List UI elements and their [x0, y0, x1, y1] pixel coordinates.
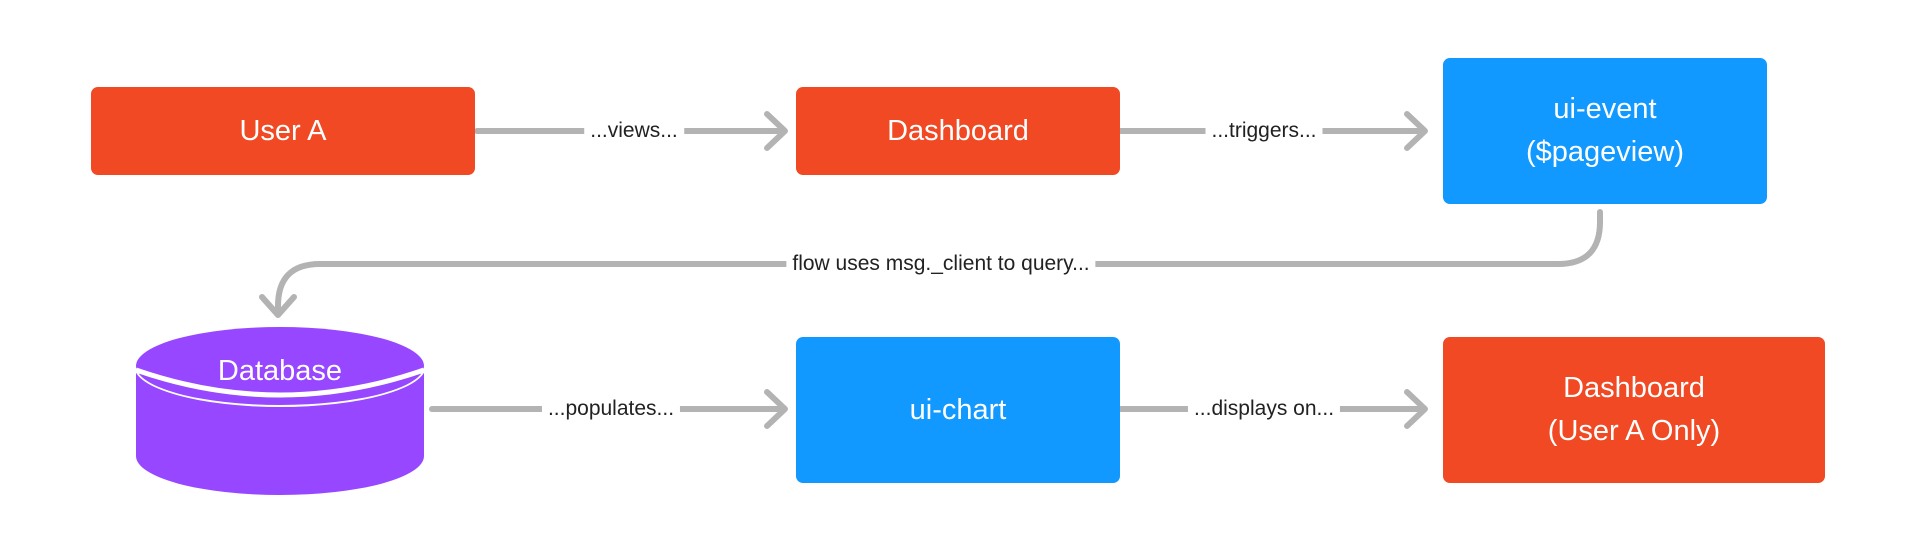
- arrowhead-icon: [1404, 111, 1428, 151]
- edge-label-triggers: ...triggers...: [1205, 118, 1323, 144]
- node-database-label: Database: [217, 355, 343, 387]
- edge-label-populates: ...populates...: [541, 396, 681, 422]
- node-dashboard: Dashboard: [796, 87, 1120, 175]
- node-user-a: User A: [91, 87, 475, 175]
- node-label: ui-chart: [909, 393, 1007, 426]
- node-ui-chart: ui-chart: [796, 337, 1120, 483]
- node-label-line1: Dashboard: [1563, 372, 1705, 404]
- arrowhead-icon: [259, 294, 297, 318]
- edge-label-flow-query: flow uses msg._client to query...: [786, 251, 1096, 277]
- arrowhead-icon: [764, 111, 788, 151]
- arrowhead-icon: [764, 389, 788, 429]
- database-cylinder-icon: [134, 325, 426, 495]
- edge-label-displays-on: ...displays on...: [1187, 396, 1341, 422]
- node-label: User A: [239, 114, 327, 147]
- node-label-line1: ui-event: [1553, 93, 1657, 125]
- node-ui-event: ui-event ($pageview): [1443, 58, 1767, 204]
- node-label-line2: (User A Only): [1547, 415, 1721, 447]
- node-label: Dashboard: [887, 114, 1029, 147]
- arrowhead-icon: [1404, 389, 1428, 429]
- node-label-line2: ($pageview): [1526, 136, 1684, 168]
- node-dashboard-user-a-only: Dashboard (User A Only): [1443, 337, 1825, 483]
- edge-label-views: ...views...: [584, 118, 684, 144]
